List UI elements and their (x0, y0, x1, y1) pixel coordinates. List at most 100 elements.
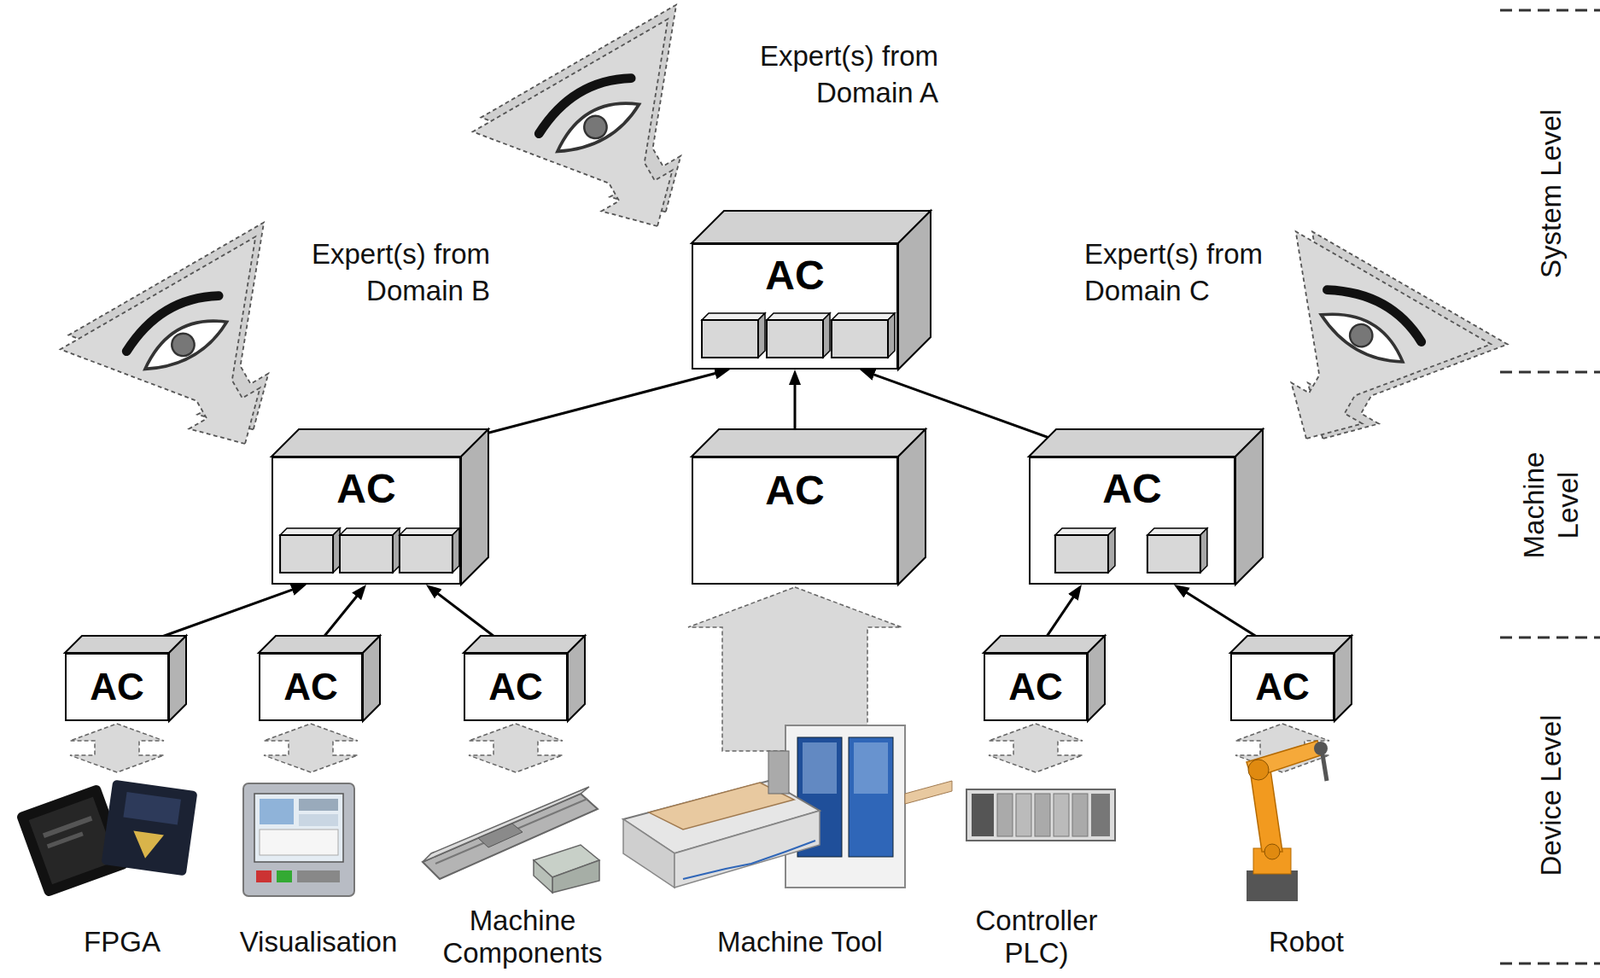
plc-module (1072, 794, 1088, 837)
screen-window (259, 799, 294, 825)
node-label: AC (1102, 467, 1162, 513)
node-label: AC (336, 467, 396, 513)
robot-wrist (1313, 741, 1328, 756)
device-caption: Machine Components (437, 905, 608, 970)
robot-joint (1264, 844, 1280, 860)
port-side (823, 313, 830, 358)
box-top-face (271, 429, 489, 457)
level-separator (1500, 636, 1600, 640)
port-top (701, 313, 765, 321)
chip-logo (129, 830, 164, 861)
level-separator (1500, 9, 1600, 12)
box-side-face (1235, 429, 1263, 585)
level-label: Device Level (1534, 715, 1569, 877)
box-side-face (169, 636, 187, 722)
ac-box: AC (691, 456, 899, 585)
box-side-face (1087, 636, 1105, 722)
outfeed-board (905, 781, 952, 805)
device-caption: Controller PLC) (951, 905, 1122, 970)
machine-window (802, 742, 837, 795)
port-front (1055, 535, 1109, 573)
dashed-double-arrow (468, 724, 563, 773)
node-label: AC (1255, 666, 1310, 708)
box-top-face (463, 636, 585, 654)
spindle-head (768, 751, 789, 795)
port-box (1055, 528, 1116, 573)
port-side (1200, 528, 1208, 573)
box-top-face (64, 636, 187, 654)
level-separator (1500, 963, 1600, 966)
expert-label: Expert(s) from Domain B (291, 236, 491, 310)
box-side-face (567, 636, 585, 722)
port-side (758, 313, 765, 358)
port-front (339, 535, 393, 573)
machine-components-picture (422, 787, 600, 894)
robot-tool (1322, 754, 1327, 782)
ac-box: AC (64, 653, 170, 722)
node-label: AC (1008, 666, 1063, 708)
node-label: AC (283, 666, 339, 708)
port-top (1055, 528, 1116, 536)
plc-module (997, 794, 1013, 837)
machine-tool-picture (623, 725, 952, 888)
box-side-face (362, 636, 380, 722)
port-front (280, 535, 333, 573)
chip-marking (46, 832, 84, 850)
panel-button (297, 870, 340, 883)
chip-face (122, 792, 182, 826)
port-top (399, 528, 460, 536)
panel-screen (254, 794, 344, 863)
port-front (701, 320, 759, 358)
level-separators (1500, 10, 1600, 964)
port-top (280, 528, 340, 536)
ac-box: AC (983, 653, 1088, 722)
motor-block (552, 860, 600, 894)
port-box (766, 313, 830, 358)
device-link-arrows (70, 587, 1330, 773)
motor-block (533, 860, 553, 894)
level-label: System Level (1534, 109, 1569, 279)
device-caption: Machine Tool (717, 926, 883, 959)
plc-module (1034, 794, 1051, 837)
plc-module (1053, 794, 1069, 837)
panel-housing (243, 783, 355, 897)
port-box (399, 528, 460, 573)
ac-box: AC (258, 653, 363, 722)
robot-joint (1248, 759, 1269, 781)
box-top-face (691, 429, 926, 457)
expert-label: Expert(s) from Domain C (1084, 236, 1283, 310)
expert-label: Expert(s) from Domain A (740, 38, 939, 112)
box-top-face (983, 636, 1105, 654)
machine-base (674, 811, 820, 888)
plc-module (1016, 794, 1032, 837)
fpga-chip (101, 780, 199, 877)
box-side-face (898, 429, 926, 585)
ac-box: AC (463, 653, 568, 722)
chip-body (101, 780, 199, 877)
plc-picture (966, 789, 1116, 841)
chip-marking (42, 816, 93, 839)
node-label: AC (488, 666, 544, 708)
fpga-picture (15, 780, 198, 899)
port-side (392, 528, 400, 573)
device-caption: Robot (1268, 926, 1344, 959)
box-top-face (1028, 429, 1263, 457)
port-front (1147, 535, 1201, 573)
port-box (701, 313, 765, 358)
screen-window (259, 829, 339, 856)
plc-module (1091, 794, 1110, 837)
port-front (766, 320, 824, 358)
level-label: Machine Level (1517, 441, 1585, 570)
box-side-face (1334, 636, 1352, 722)
ac-box: AC (1028, 456, 1236, 585)
ac-box: AC (691, 243, 899, 370)
port-side (887, 313, 895, 358)
port-box (280, 528, 340, 573)
box-top-face (1230, 636, 1352, 654)
machine-window (853, 742, 888, 795)
port-side (452, 528, 460, 573)
axis-carriage (478, 823, 523, 848)
node-label: AC (764, 253, 824, 299)
machine-base (623, 819, 675, 888)
port-top (339, 528, 400, 536)
